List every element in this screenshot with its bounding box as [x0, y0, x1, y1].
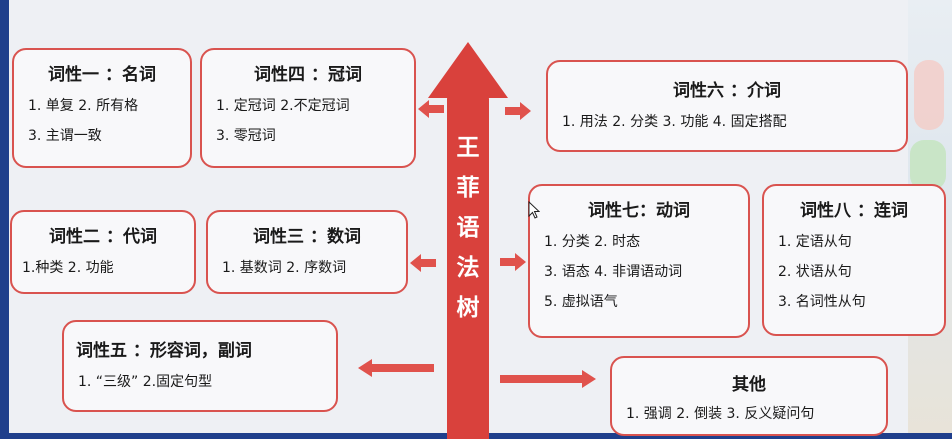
node-line: 5. 虚拟语气 — [544, 294, 618, 310]
decor-blob — [910, 140, 946, 190]
trunk-char: 语 — [456, 215, 480, 241]
node-line: 1. 单复 2. 所有格 — [28, 98, 139, 114]
trunk-char: 菲 — [456, 175, 480, 201]
left-frame-bar — [0, 0, 9, 439]
node-title: 词性二 ：代词 — [49, 227, 157, 247]
node-pronoun: 词性二 ：代词 1.种类 2. 功能 — [10, 210, 196, 294]
node-line: 1. 定冠词 2.不定冠词 — [216, 98, 350, 114]
trunk-char: 法 — [456, 255, 480, 281]
node-title: 词性四 ：冠词 — [254, 65, 362, 85]
trunk-title: 王 菲 语 法 树 — [447, 128, 489, 328]
mouse-cursor-icon — [528, 201, 540, 219]
node-title: 词性七：动词 — [588, 201, 690, 221]
node-title: 词性三 ：数词 — [253, 227, 361, 247]
node-conjunction: 词性八 ：连词 1. 定语从句 2. 状语从句 3. 名词性从句 — [762, 184, 946, 336]
node-line: 1. 定语从句 — [778, 234, 852, 250]
node-line: 1. 分类 2. 时态 — [544, 234, 641, 250]
arrow-right-icon — [505, 102, 531, 120]
decor-blob — [914, 60, 944, 130]
arrow-left-icon — [410, 254, 436, 272]
node-adjective-adverb: 词性五 ：形容词，副词 1. “三级” 2.固定句型 — [62, 320, 338, 412]
node-line: 3. 零冠词 — [216, 128, 276, 144]
arrow-right-icon — [500, 253, 526, 271]
node-title: 词性一 ：名词 — [48, 65, 156, 85]
node-line: 1. “三级” 2.固定句型 — [78, 374, 213, 390]
node-line: 1. 基数词 2. 序数词 — [222, 260, 347, 276]
arrow-right-icon — [500, 370, 596, 388]
node-title: 词性八 ：连词 — [800, 201, 908, 221]
node-noun: 词性一 ：名词 1. 单复 2. 所有格 3. 主谓一致 — [12, 48, 192, 168]
node-line: 1.种类 2. 功能 — [22, 260, 114, 276]
node-title: 词性五 ：形容词，副词 — [76, 341, 252, 361]
node-title: 其他 — [732, 375, 766, 395]
node-title: 词性六 ：介词 — [673, 81, 781, 101]
node-line: 3. 主谓一致 — [28, 128, 102, 144]
arrow-left-icon — [358, 359, 434, 377]
node-line: 2. 状语从句 — [778, 264, 852, 280]
node-article: 词性四 ：冠词 1. 定冠词 2.不定冠词 3. 零冠词 — [200, 48, 416, 168]
node-preposition: 词性六 ：介词 1. 用法 2. 分类 3. 功能 4. 固定搭配 — [546, 60, 908, 152]
node-line: 3. 名词性从句 — [778, 294, 866, 310]
node-other: 其他 1. 强调 2. 倒装 3. 反义疑问句 — [610, 356, 888, 436]
trunk-char: 王 — [456, 135, 480, 161]
trunk-arrow-head — [428, 42, 508, 98]
arrow-left-icon — [418, 100, 444, 118]
node-line: 3. 语态 4. 非谓语动词 — [544, 264, 683, 280]
node-line: 1. 用法 2. 分类 3. 功能 4. 固定搭配 — [562, 114, 787, 130]
node-verb: 词性七：动词 1. 分类 2. 时态 3. 语态 4. 非谓语动词 5. 虚拟语… — [528, 184, 750, 338]
node-numeral: 词性三 ：数词 1. 基数词 2. 序数词 — [206, 210, 408, 294]
trunk-char: 树 — [456, 295, 480, 321]
grammar-tree-trunk — [447, 95, 489, 439]
node-line: 1. 强调 2. 倒装 3. 反义疑问句 — [626, 406, 815, 422]
